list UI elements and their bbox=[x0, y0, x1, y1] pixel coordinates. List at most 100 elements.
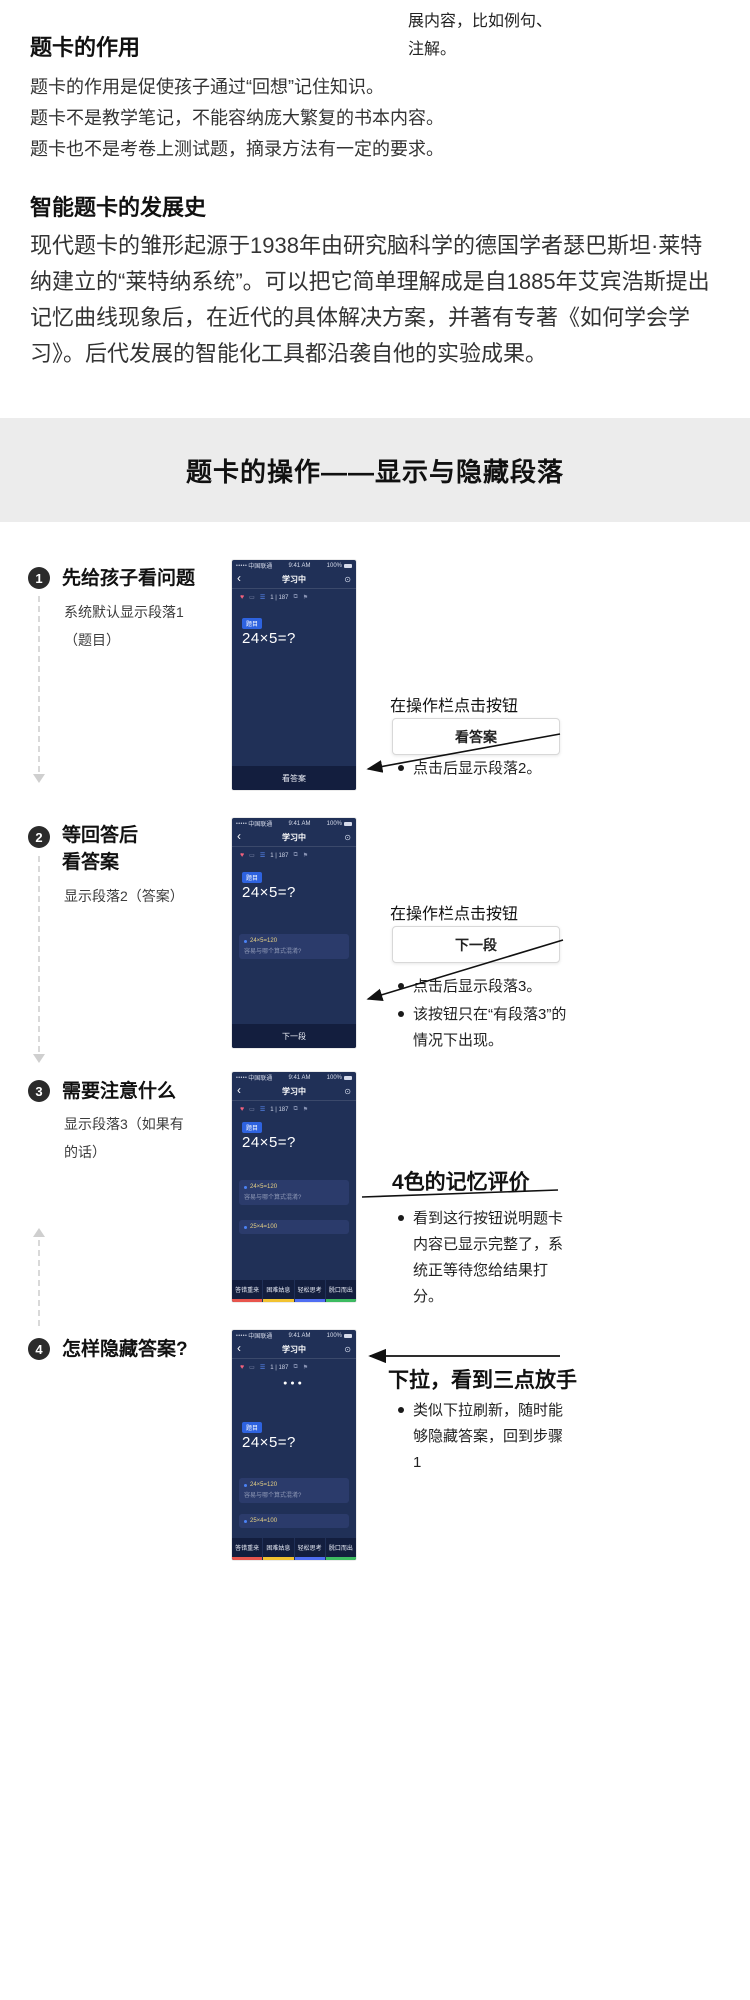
bullet-dot-icon bbox=[398, 1011, 404, 1017]
share-icon[interactable]: ⧉ bbox=[293, 852, 298, 858]
flag-icon[interactable]: ⚑ bbox=[302, 1365, 309, 1371]
rating-good-button[interactable]: 轻松思考 bbox=[294, 1538, 325, 1560]
next-section-button[interactable]: 下一段 bbox=[232, 1024, 356, 1048]
note-text: 看到这行按钮说明题卡内容已显示完整了，系统正等待您给结果打分。 bbox=[413, 1210, 564, 1305]
bullet-dot-icon bbox=[244, 939, 247, 943]
list-icon[interactable]: ☰ bbox=[259, 1107, 266, 1113]
rating-easy-button[interactable]: 脱口而出 bbox=[325, 1538, 356, 1560]
status-time: 9:41 AM bbox=[288, 1074, 311, 1081]
rating-label: 困难姑息 bbox=[266, 1288, 291, 1294]
favorite-icon[interactable]: ♥ bbox=[240, 1106, 245, 1113]
back-icon[interactable]: ‹ bbox=[237, 1083, 241, 1097]
answer-section-2: 25×4=100 bbox=[239, 1220, 349, 1234]
rating-label: 答错重来 bbox=[235, 1546, 260, 1552]
step-title-3: 需要注意什么 bbox=[62, 1081, 177, 1102]
question-badge: 题目 bbox=[242, 872, 263, 883]
signal-icon bbox=[236, 821, 248, 827]
see-answer-sample-button[interactable]: 看答案 bbox=[392, 718, 560, 755]
back-icon[interactable]: ‹ bbox=[237, 1341, 241, 1355]
carrier-label: 中国联通 bbox=[236, 1073, 272, 1082]
band-title: 题卡的操作——显示与隐藏段落 bbox=[185, 456, 564, 487]
bullet-dot-icon bbox=[398, 1407, 404, 1413]
answer-section-1: 24×5=120 容易与哪个算式混淆? bbox=[239, 934, 349, 959]
share-icon[interactable]: ⧉ bbox=[293, 1364, 298, 1370]
list-icon[interactable]: ☰ bbox=[259, 1365, 266, 1371]
card-counter: 1 | 187 bbox=[270, 1106, 289, 1113]
flag-icon[interactable]: ⚑ bbox=[302, 1107, 309, 1113]
share-icon[interactable]: ⧉ bbox=[293, 594, 298, 600]
favorite-icon[interactable]: ♥ bbox=[240, 594, 245, 601]
rating-callout-title: 4色的记忆评价 bbox=[392, 1171, 530, 1194]
pulldown-callout-title: 下拉，看到三点放手 bbox=[388, 1369, 577, 1392]
rating-again-button[interactable]: 答错重来 bbox=[232, 1538, 263, 1560]
signal-icon bbox=[236, 1333, 248, 1339]
rating-again-button[interactable]: 答错重来 bbox=[232, 1280, 263, 1302]
step-connector-1 bbox=[38, 596, 40, 772]
signal-icon bbox=[236, 563, 248, 569]
bullet-dot-icon bbox=[244, 1225, 247, 1229]
battery-indicator: 100% bbox=[327, 563, 352, 569]
question-text: 24×5=? bbox=[242, 884, 296, 901]
status-time: 9:41 AM bbox=[288, 820, 311, 827]
rating-bar: 答错重来 困难姑息 轻松思考 脱口而出 bbox=[232, 1280, 356, 1302]
rating-hard-button[interactable]: 困难姑息 bbox=[263, 1280, 294, 1302]
back-icon[interactable]: ‹ bbox=[237, 829, 241, 843]
card-counter: 1 | 187 bbox=[270, 852, 289, 859]
note-bullet: 类似下拉刷新，随时能够隐藏答案，回到步骤1 bbox=[398, 1398, 576, 1476]
rating-good-button[interactable]: 轻松思考 bbox=[294, 1280, 325, 1302]
answer-line: 24×5=120 bbox=[244, 1482, 344, 1488]
pull-down-dots-icon: ●●● bbox=[283, 1380, 305, 1387]
rating-easy-button[interactable]: 脱口而出 bbox=[325, 1280, 356, 1302]
settings-icon[interactable]: ⊙ bbox=[344, 1087, 351, 1096]
flag-icon[interactable]: ⚑ bbox=[302, 595, 309, 601]
list-icon[interactable]: ☰ bbox=[259, 853, 266, 859]
favorite-icon[interactable]: ♥ bbox=[240, 852, 245, 859]
see-answer-button[interactable]: 看答案 bbox=[232, 766, 356, 790]
note-bullet: 该按钮只在“有段落3”的情况下出现。 bbox=[398, 1002, 576, 1054]
next-section-sample-button[interactable]: 下一段 bbox=[392, 926, 560, 963]
favorite-icon[interactable]: ♥ bbox=[240, 1364, 245, 1371]
share-icon[interactable]: ⧉ bbox=[293, 1106, 298, 1112]
step-number-4: 4 bbox=[28, 1338, 50, 1360]
answer-line: 24×5=120 bbox=[244, 938, 344, 944]
back-icon[interactable]: ‹ bbox=[237, 571, 241, 585]
step-subtext-1: 系统默认显示段落1 （题目） bbox=[64, 604, 184, 648]
step-connector-3 bbox=[38, 1240, 40, 1326]
card-icon[interactable]: ▭ bbox=[249, 1365, 255, 1371]
rating-hard-button[interactable]: 困难姑息 bbox=[263, 1538, 294, 1560]
settings-icon[interactable]: ⊙ bbox=[344, 1345, 351, 1354]
rating-label: 轻松思考 bbox=[297, 1546, 322, 1552]
card-counter: 1 | 187 bbox=[270, 1364, 289, 1371]
step-title-1: 先给孩子看问题 bbox=[62, 568, 196, 589]
step-number-3: 3 bbox=[28, 1080, 50, 1102]
phone-toolbar: ♥ ▭ ☰ 1 | 187 ⧉ ⚑ bbox=[232, 591, 356, 604]
answer-line: 25×4=100 bbox=[244, 1518, 344, 1524]
answer-subline: 容易与哪个算式混淆? bbox=[244, 1493, 302, 1499]
phone-mockup-step1: 中国联通 9:41 AM 100% ‹ 学习中 ⊙ ♥ ▭ ☰ 1 | 187 … bbox=[232, 560, 356, 790]
card-icon[interactable]: ▭ bbox=[249, 1107, 255, 1113]
phone-nav-bar: ‹ 学习中 ⊙ bbox=[232, 571, 356, 589]
answer-section-1: 24×5=120 容易与哪个算式混淆? bbox=[239, 1180, 349, 1205]
answer-subline: 容易与哪个算式混淆? bbox=[244, 1195, 302, 1201]
question-badge: 题目 bbox=[242, 1422, 263, 1433]
card-icon[interactable]: ▭ bbox=[249, 853, 255, 859]
settings-icon[interactable]: ⊙ bbox=[344, 833, 351, 842]
section-band: 题卡的操作——显示与隐藏段落 bbox=[0, 418, 750, 522]
settings-icon[interactable]: ⊙ bbox=[344, 575, 351, 584]
action-hint-label-2: 在操作栏点击按钮 bbox=[390, 906, 519, 923]
card-icon[interactable]: ▭ bbox=[249, 595, 255, 601]
note-text: 点击后显示段落2。 bbox=[413, 760, 542, 777]
list-icon[interactable]: ☰ bbox=[259, 595, 266, 601]
battery-icon bbox=[344, 1075, 352, 1080]
phone-status-bar: 中国联通 9:41 AM 100% bbox=[232, 560, 356, 571]
flag-icon[interactable]: ⚑ bbox=[302, 853, 309, 859]
question-text: 24×5=? bbox=[242, 1134, 296, 1151]
step-connector-2 bbox=[38, 856, 40, 1052]
up-arrow-icon bbox=[33, 1228, 45, 1237]
question-text: 24×5=? bbox=[242, 630, 296, 647]
phone-status-bar: 中国联通 9:41 AM 100% bbox=[232, 1072, 356, 1083]
question-text: 24×5=? bbox=[242, 1434, 296, 1451]
carrier-label: 中国联通 bbox=[236, 1331, 272, 1340]
bullet-dot-icon bbox=[398, 1215, 404, 1221]
